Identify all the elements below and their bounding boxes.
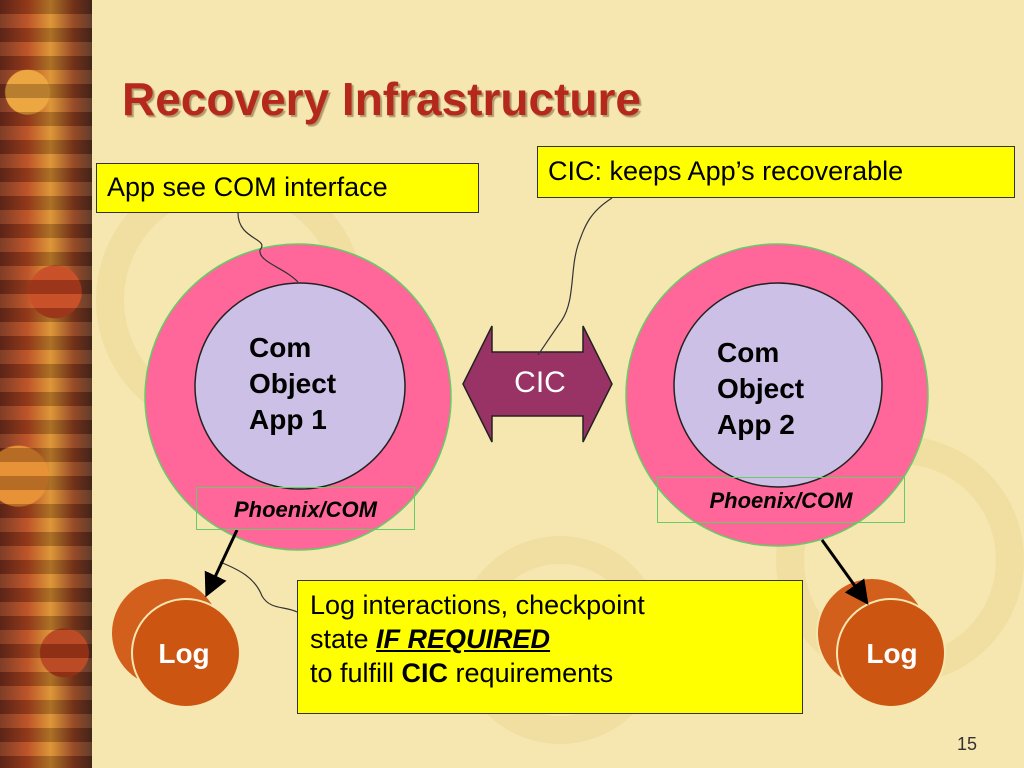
app1-label-line3: App 1 (249, 403, 327, 435)
app1-label-line2: Object (249, 367, 337, 399)
app2-label-line3: App 2 (717, 408, 795, 440)
app2-to-log-arrow (820, 539, 869, 605)
log-callout-line3-prefix: to fulfill (310, 657, 402, 688)
log-callout-line2-prefix: state (310, 623, 377, 654)
log-callout: Log interactions, checkpoint state IF RE… (297, 580, 803, 714)
cic-callout-text: CIC: keeps App’s recoverable (548, 156, 904, 186)
app1-label-line1: Com (249, 332, 312, 363)
cic-arrow-label: CIC (514, 366, 566, 399)
app2-label: Com Object App 2 (717, 335, 804, 442)
log2-label: Log (866, 638, 918, 669)
log2-disk (816, 577, 946, 708)
app-interface-text: App see COM interface (107, 172, 388, 202)
log-callout-line3: to fulfill CIC requirements (310, 657, 802, 691)
log1-label: Log (158, 638, 210, 669)
cic-callout: CIC: keeps App’s recoverable (537, 146, 1015, 198)
app2-phoenix-label: Phoenix/COM (657, 477, 905, 523)
app1-inner-circle (194, 282, 406, 490)
decorative-strip (0, 0, 92, 768)
log-callout-line1: Log interactions, checkpoint (310, 590, 645, 620)
slide-title: Recovery Infrastructure (122, 73, 641, 125)
app-interface-callout: App see COM interface (96, 163, 479, 213)
log-callout-line3-suffix: requirements (448, 657, 614, 688)
app1-phoenix-label: Phoenix/COM (196, 487, 415, 530)
app1-to-log-arrow (204, 529, 239, 598)
log-callout-leader (219, 561, 298, 613)
app2-label-line2: Object (717, 372, 805, 404)
app-callout-leader (237, 212, 299, 283)
cic-callout-leader (537, 197, 613, 356)
log-callout-line2: state IF REQUIRED (310, 623, 802, 657)
cic-double-arrow (462, 325, 613, 443)
log-callout-cic: CIC (401, 657, 449, 688)
app2-inner-circle (673, 282, 883, 488)
log-callout-emphasis: IF REQUIRED (376, 623, 551, 654)
app2-label-line1: Com (717, 337, 780, 368)
app1-label: Com Object App 1 (249, 330, 336, 437)
log1-disk (110, 577, 241, 708)
page-number: 15 (957, 734, 978, 754)
